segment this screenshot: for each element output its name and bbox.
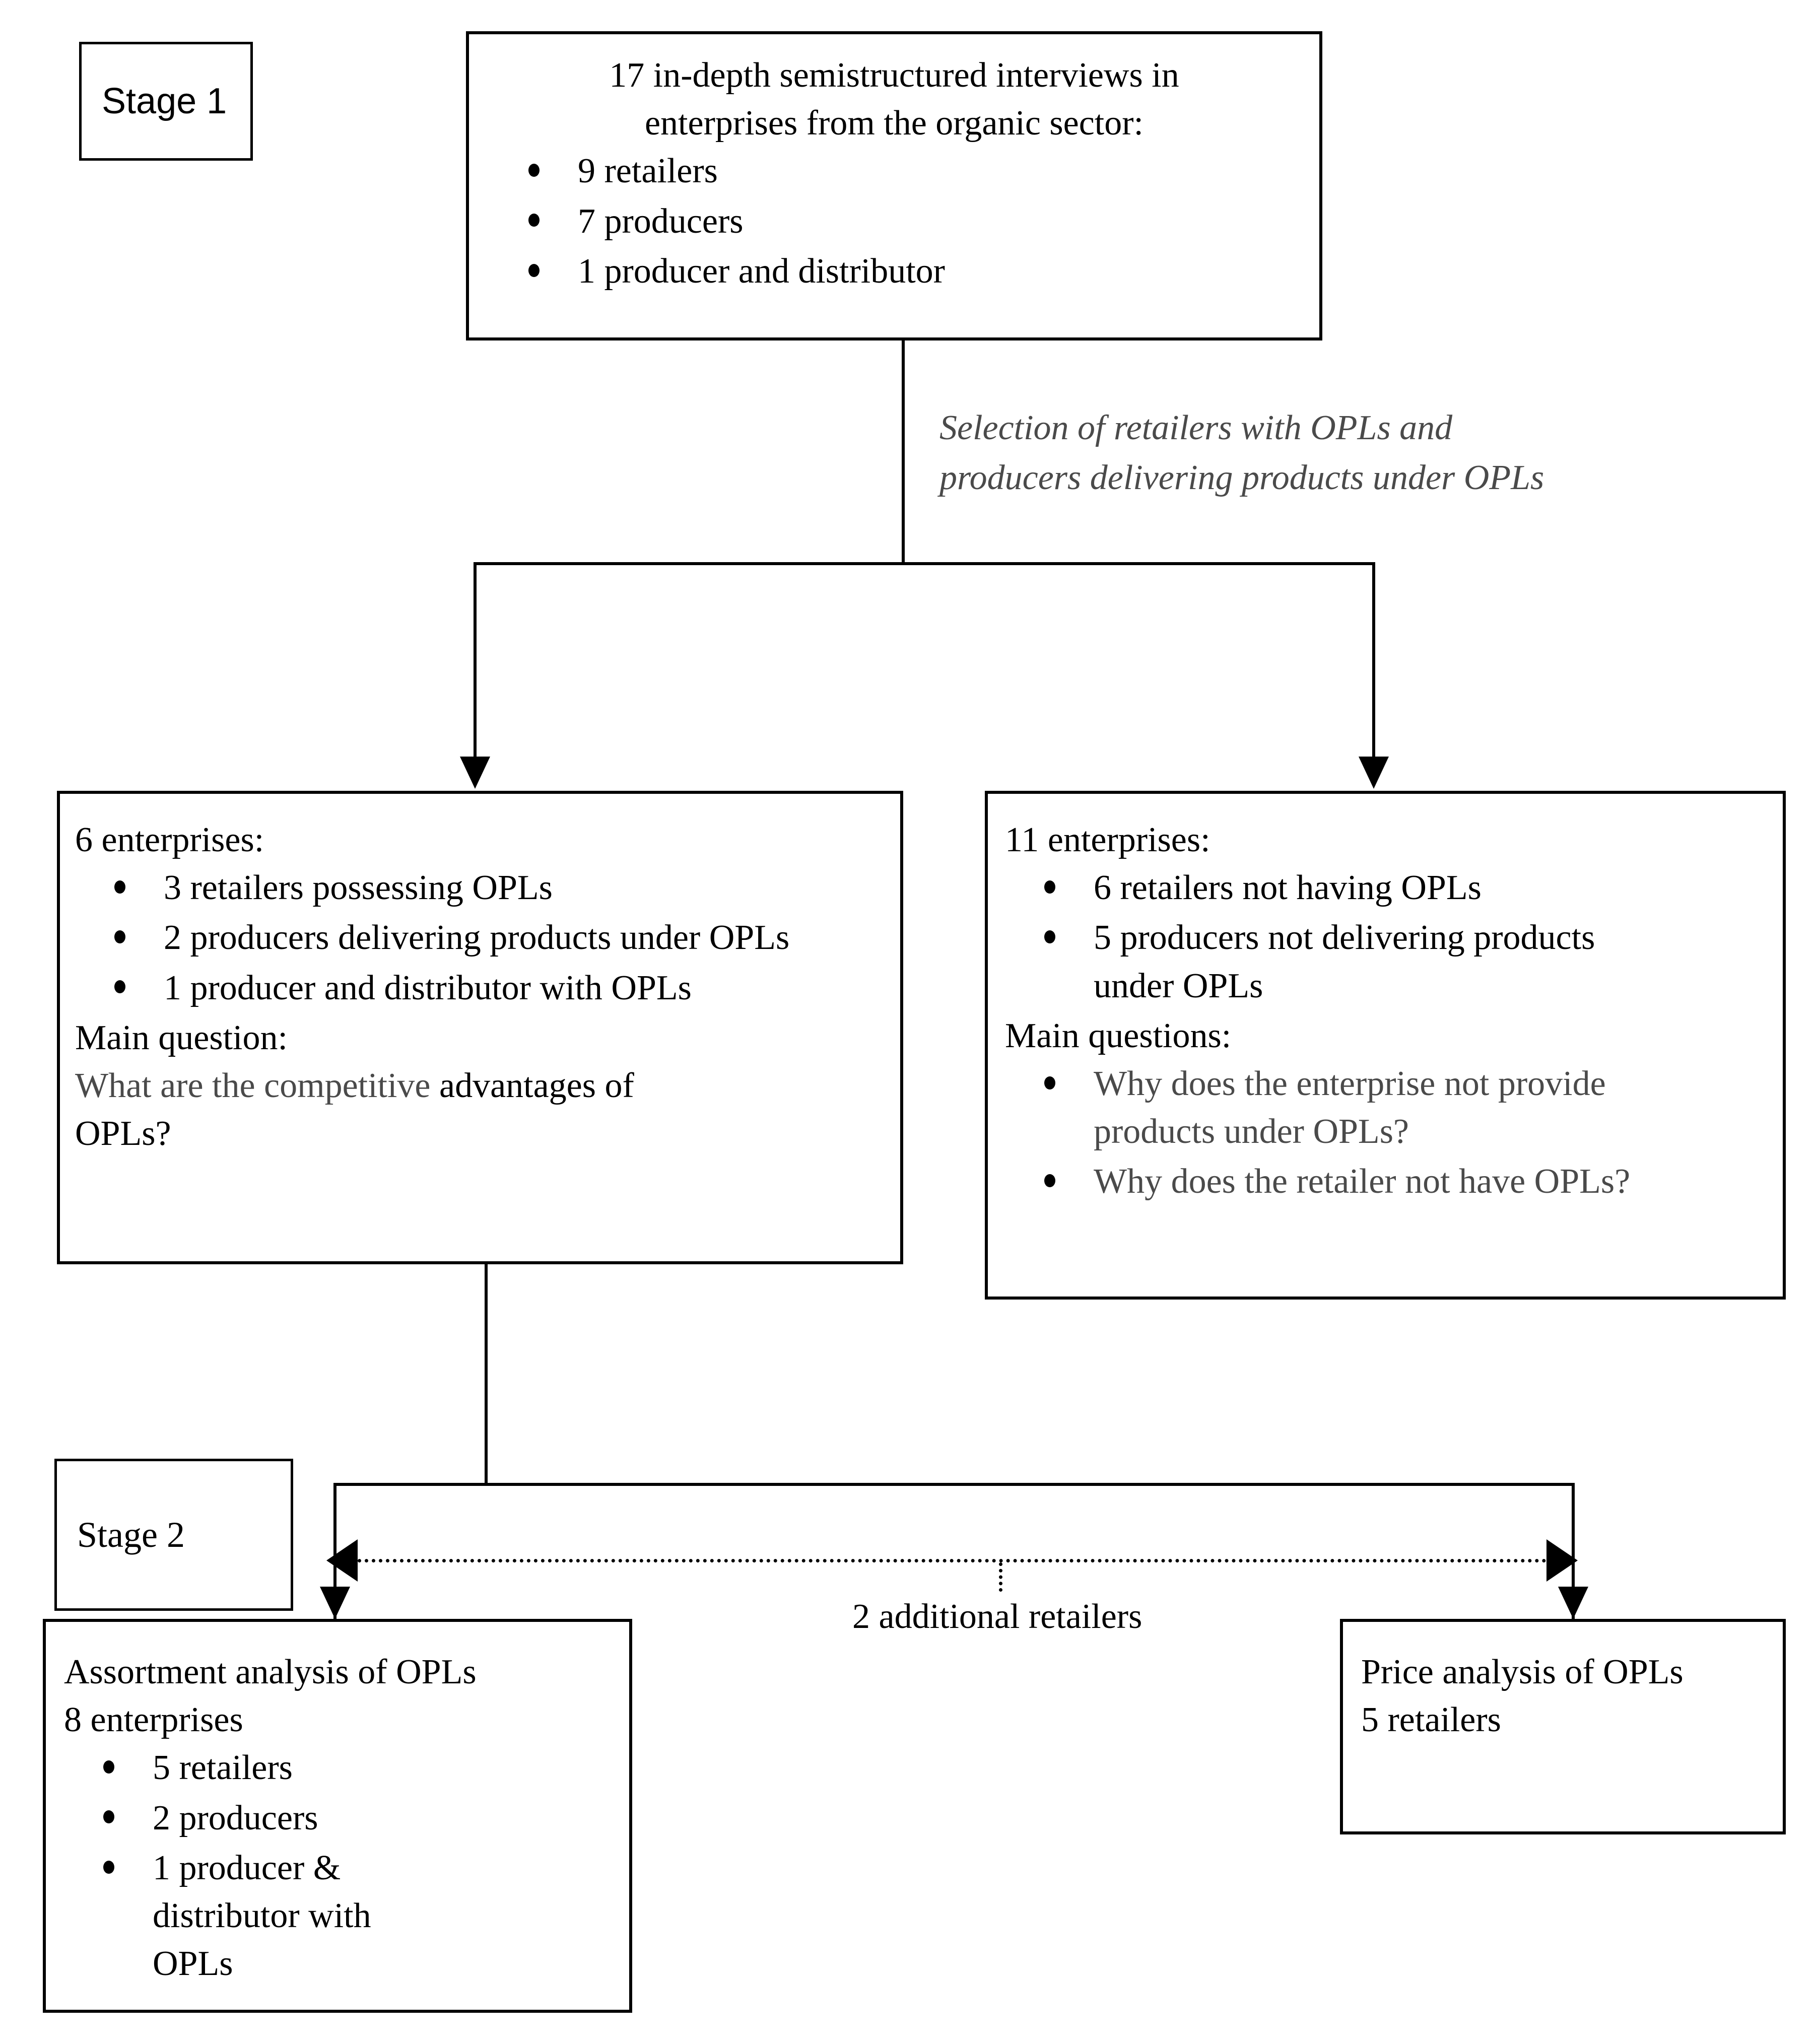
dotted-connector-line: [358, 1559, 1546, 1562]
list-item-label: 7 producers: [578, 201, 744, 241]
list-item: 9 retailers: [489, 147, 1299, 195]
bullet-dot-icon: [1044, 880, 1055, 894]
branch-left-question-gray: What are the competitive: [75, 1066, 440, 1105]
list-item-label: 2 producers delivering products under OP…: [164, 918, 790, 958]
list-item-label: Why does the retailer not have OPLs?: [1094, 1162, 1631, 1201]
list-item: 7 producers: [489, 197, 1299, 245]
bullet-dot-icon: [528, 263, 540, 277]
list-item-label: 1 producer and distributor: [578, 251, 945, 291]
list-item-label: Why does the enterprise not provide prod…: [1094, 1064, 1606, 1151]
list-item: 2 producers delivering products under OP…: [75, 914, 883, 962]
branch-right-heading: 11 enterprises:: [1005, 821, 1210, 859]
branch-right-question-list: Why does the enterprise not provide prod…: [1005, 1060, 1766, 1206]
assortment-line2: 8 enterprises: [64, 1700, 243, 1740]
branch-right-box: 11 enterprises: 6 retailers not having O…: [985, 791, 1786, 1300]
bullet-dot-icon: [1044, 1076, 1055, 1089]
connector-stem-stage2: [485, 1264, 488, 1486]
arrowhead-down-price-icon: [1558, 1587, 1588, 1619]
branch-left-box: 6 enterprises: 3 retailers possessing OP…: [57, 791, 903, 1264]
bullet-dot-icon: [114, 880, 125, 894]
branch-right-bullet-list: 6 retailers not having OPLs 5 producers …: [1005, 864, 1766, 1010]
bullet-dot-icon: [1044, 1174, 1055, 1188]
branch-left-question-black: advantages of OPLs?: [75, 1066, 634, 1153]
list-item: Why does the retailer not have OPLs?: [1005, 1157, 1766, 1205]
branch-left-question-heading: Main question:: [75, 1018, 288, 1057]
list-item-label: 6 retailers not having OPLs: [1094, 868, 1482, 908]
list-item: 3 retailers possessing OPLs: [75, 864, 883, 912]
branch-left-bullet-list: 3 retailers possessing OPLs 2 producers …: [75, 864, 883, 1012]
arrowhead-down-right-icon: [1359, 757, 1389, 789]
bullet-dot-icon: [528, 214, 540, 227]
bullet-dot-icon: [528, 164, 540, 177]
list-item: 2 producers: [64, 1794, 614, 1842]
list-item-label: 1 producer and distributor with OPLs: [164, 968, 692, 1007]
stage-2-label-text: Stage 2: [77, 1515, 185, 1555]
connector-split-bar: [474, 562, 1375, 565]
list-item: 1 producer and distributor: [489, 247, 1299, 295]
selection-annotation-line1: Selection of retailers with OPLs and: [939, 408, 1453, 447]
list-item: 1 producer and distributor with OPLs: [75, 964, 883, 1012]
list-item-label: 2 producers: [153, 1798, 318, 1837]
connector-drop-right: [1372, 562, 1375, 759]
dotted-connector-tick: [999, 1562, 1002, 1592]
list-item-label: 1 producer & distributor with OPLs: [153, 1848, 371, 1984]
arrowhead-down-left-icon: [460, 757, 490, 789]
connector-drop-left: [474, 562, 477, 759]
list-item-label: 5 producers not delivering products unde…: [1094, 918, 1595, 1005]
interviews-box: 17 in-depth semistructured interviews in…: [466, 31, 1322, 340]
price-analysis-box: Price analysis of OPLs 5 retailers: [1340, 1619, 1786, 1834]
bullet-dot-icon: [114, 980, 125, 994]
price-line2: 5 retailers: [1361, 1700, 1501, 1740]
stage-1-label-text: Stage 1: [102, 81, 227, 121]
selection-annotation-line2: producers delivering products under OPLs: [939, 458, 1544, 498]
bullet-dot-icon: [1044, 930, 1055, 944]
arrowhead-down-assortment-icon: [320, 1587, 350, 1619]
arrowhead-right-icon: [1546, 1539, 1578, 1582]
connector-stage2-bar: [333, 1483, 1575, 1486]
bullet-dot-icon: [114, 930, 125, 944]
list-item: 5 producers not delivering products unde…: [1005, 914, 1766, 1009]
bullet-dot-icon: [103, 1760, 114, 1774]
branch-left-heading: 6 enterprises:: [75, 821, 264, 859]
list-item: 6 retailers not having OPLs: [1005, 864, 1766, 912]
list-item: Why does the enterprise not provide prod…: [1005, 1060, 1766, 1155]
stage-1-label-box: Stage 1: [79, 42, 253, 161]
price-line1: Price analysis of OPLs: [1361, 1653, 1684, 1691]
interviews-heading-line1: 17 in-depth semistructured interviews in: [609, 56, 1179, 95]
list-item-label: 5 retailers: [153, 1748, 293, 1788]
list-item: 5 retailers: [64, 1744, 614, 1792]
selection-annotation: Selection of retailers with OPLs and pro…: [939, 403, 1544, 503]
bullet-dot-icon: [103, 1810, 114, 1824]
bullet-dot-icon: [103, 1860, 114, 1874]
branch-right-question-heading: Main questions:: [1005, 1016, 1232, 1055]
connector-stem-top: [902, 340, 905, 565]
interviews-heading-line2: enterprises from the organic sector:: [644, 104, 1143, 143]
assortment-bullet-list: 5 retailers 2 producers 1 producer & dis…: [64, 1744, 614, 1988]
assortment-analysis-box: Assortment analysis of OPLs 8 enterprise…: [43, 1619, 632, 2013]
list-item-label: 3 retailers possessing OPLs: [164, 868, 553, 908]
additional-retailers-label: 2 additional retailers: [852, 1597, 1142, 1636]
branch-left-question: What are the competitive advantages of O…: [75, 1062, 883, 1157]
stage-2-label-box: Stage 2: [54, 1459, 293, 1611]
interviews-bullet-list: 9 retailers 7 producers 1 producer and d…: [489, 147, 1299, 295]
arrowhead-left-icon: [326, 1539, 358, 1582]
list-item: 1 producer & distributor with OPLs: [64, 1844, 614, 1988]
list-item-label: 9 retailers: [578, 152, 718, 191]
assortment-line1: Assortment analysis of OPLs: [64, 1653, 477, 1691]
